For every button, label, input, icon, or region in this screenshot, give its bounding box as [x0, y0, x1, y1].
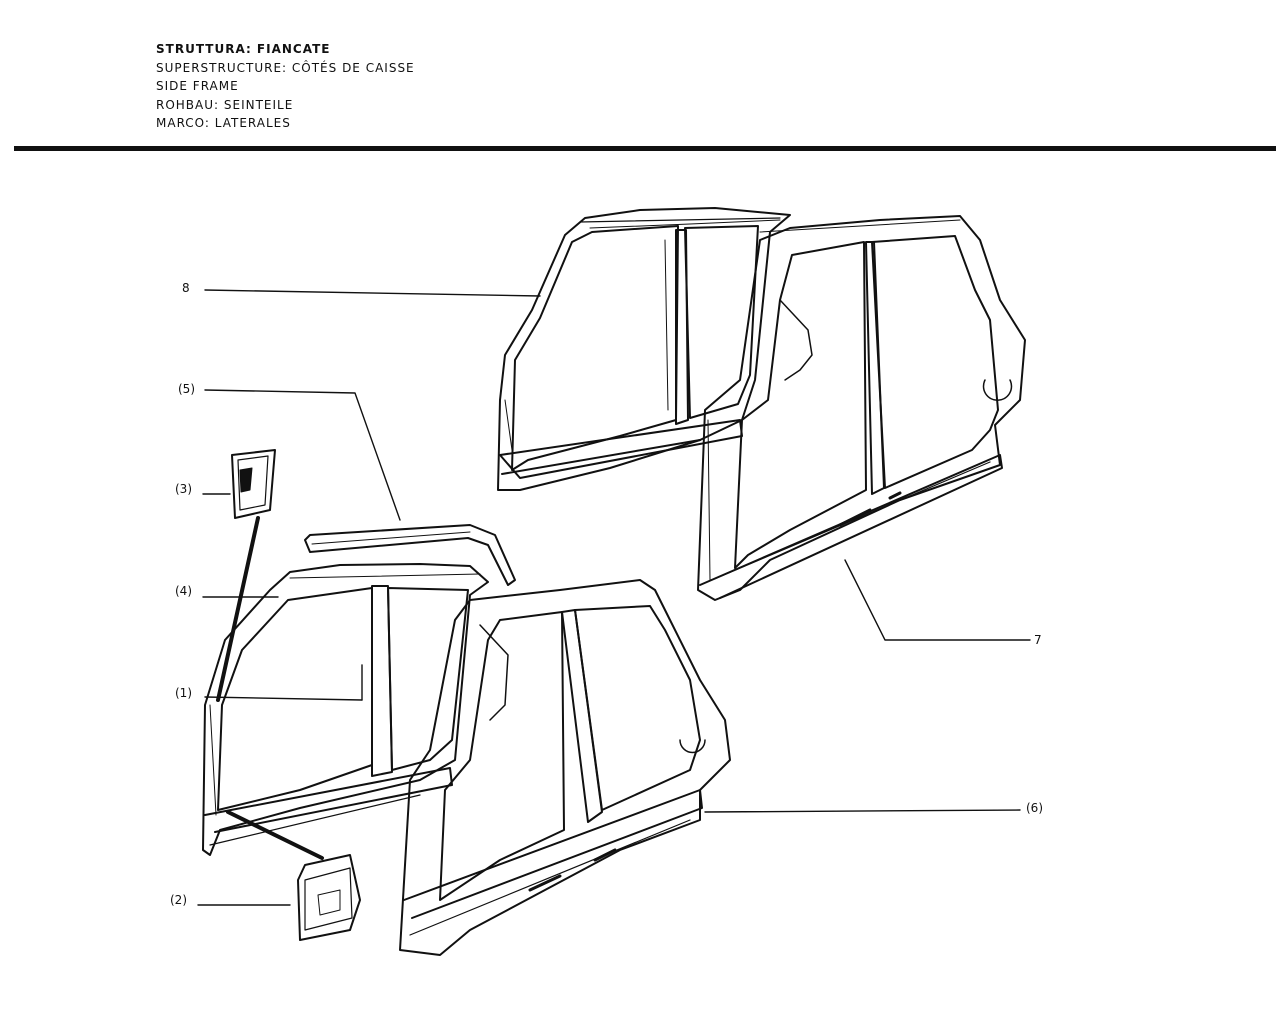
part-4-side-frame [202, 563, 489, 856]
callout-6: (6) [1026, 801, 1043, 815]
callout-5: (5) [178, 382, 195, 396]
part-2-bracket [297, 854, 361, 941]
callout-3: (3) [175, 482, 192, 496]
leader-lines [197, 289, 1031, 906]
title-block: STRUTTURA: FIANCATE SUPERSTRUCTURE: CÔTÉ… [156, 40, 415, 133]
callout-2: (2) [170, 893, 187, 907]
title-spanish: MARCO: LATERALES [156, 116, 291, 130]
part-6-side-frame [399, 579, 731, 956]
callout-8: 8 [182, 281, 190, 295]
part-5-roof-rail [304, 524, 516, 586]
title-italian: STRUTTURA: FIANCATE [156, 42, 331, 56]
callout-1: (1) [175, 686, 192, 700]
part-7-side-frame [697, 215, 1026, 601]
part-8-side-frame [497, 207, 791, 491]
callout-4: (4) [175, 584, 192, 598]
title-english: SIDE FRAME [156, 79, 239, 93]
callout-7: 7 [1034, 633, 1042, 647]
header-rule [14, 146, 1276, 151]
title-french: SUPERSTRUCTURE: CÔTÉS DE CAISSE [156, 60, 415, 75]
part-3-arrow [216, 516, 260, 702]
part-3-bracket [231, 449, 276, 519]
part-2-arrow [226, 810, 324, 860]
title-german: ROHBAU: SEINTEILE [156, 97, 294, 112]
